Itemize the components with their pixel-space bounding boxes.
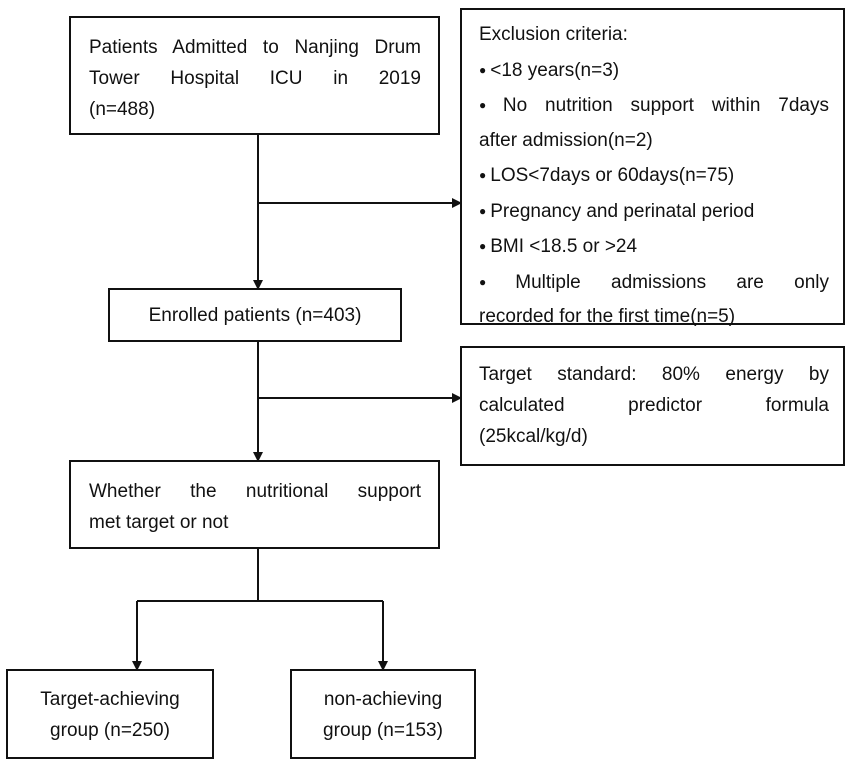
bullet-icon: ● — [479, 168, 487, 182]
exclusion-title: Exclusion criteria: — [479, 24, 628, 45]
enrolled-label: Enrolled patients (n=403) — [148, 305, 362, 326]
non-achieving-line-2: group (n=153) — [323, 720, 443, 741]
exclusion-box: Exclusion criteria: ●<18 years(n=3) ●No … — [460, 8, 845, 327]
non-achieving-group-box: non-achieving group (n=153) — [290, 669, 476, 759]
admitted-line-3: (n=488) — [89, 99, 156, 120]
exclusion-item-continuation: recorded for the first time(n=5) — [479, 306, 736, 327]
bullet-icon: ● — [479, 274, 512, 289]
enrolled-box: Enrolled patients (n=403) — [108, 288, 402, 342]
admitted-box: Patients Admitted to Nanjing Drum Tower … — [69, 16, 440, 135]
bullet-icon: ● — [479, 62, 487, 77]
achieving-line-1: Target-achieving — [40, 689, 180, 710]
target-standard-line-3: (25kcal/kg/d) — [479, 426, 588, 447]
target-standard-box: Target standard: 80% energy by calculate… — [460, 346, 845, 466]
exclusion-item: ●LOS<7days or 60days(n=75) — [479, 165, 735, 186]
bullet-icon: ● — [479, 98, 499, 112]
exclusion-item: ●No nutrition support within 7days — [479, 95, 829, 116]
exclusion-item: ●Pregnancy and perinatal period — [479, 200, 755, 222]
non-achieving-line-1: non-achieving — [323, 689, 443, 710]
bullet-icon: ● — [479, 239, 487, 253]
exclusion-item-continuation: after admission(n=2) — [479, 129, 653, 151]
exclusion-item: ●Multiple admissions are only — [479, 271, 829, 293]
bullet-icon: ● — [479, 203, 487, 218]
achieving-line-2: group (n=250) — [50, 720, 170, 741]
decision-line-1: Whether the nutritional support — [89, 481, 421, 502]
target-standard-line-1: Target standard: 80% energy by — [479, 364, 829, 385]
admitted-line-1: Patients Admitted to Nanjing Drum — [89, 37, 421, 58]
exclusion-item: ●BMI <18.5 or >24 — [479, 236, 638, 257]
target-standard-line-2: calculated predictor formula — [479, 395, 829, 416]
admitted-line-2: Tower Hospital ICU in 2019 — [89, 68, 421, 89]
decision-line-2: met target or not — [89, 512, 229, 533]
decision-box: Whether the nutritional support met targ… — [69, 460, 440, 549]
achieving-group-box: Target-achieving group (n=250) — [6, 669, 214, 759]
exclusion-item: ●<18 years(n=3) — [479, 59, 620, 81]
